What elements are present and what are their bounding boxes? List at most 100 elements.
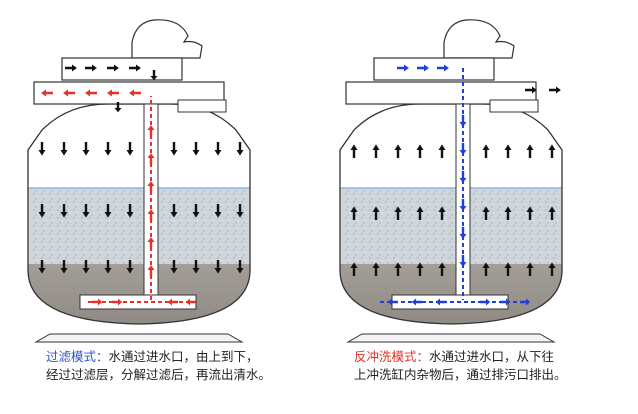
inlet-arrow-icon [65, 64, 77, 72]
filter-mode-caption: 过滤模式：水通过进水口，由上到下， 经过过滤层，分解过滤后，再流出清水。 [46, 348, 271, 384]
riser-arrow-icon [147, 125, 155, 137]
up-arrow-icon [504, 206, 512, 220]
down-arrow-icon [60, 204, 68, 218]
backwash-mode-label: 反冲洗模式： [354, 349, 430, 364]
up-arrow-icon [438, 206, 446, 220]
riser-arrow-icon [147, 181, 155, 193]
filter-tank-left [27, 19, 251, 343]
down-arrow-icon [214, 142, 222, 156]
down-arrow-icon [170, 142, 178, 156]
valve-handle [131, 19, 203, 59]
up-arrow-icon [416, 144, 424, 158]
down-arrow-icon [126, 260, 134, 274]
down-arrow-icon [38, 204, 46, 218]
inlet-arrow-icon [437, 64, 449, 72]
inlet-arrow-icon [150, 70, 158, 81]
lateral-arrow-icon [92, 298, 103, 306]
up-arrow-icon [482, 206, 490, 220]
down-arrow-icon [214, 204, 222, 218]
up-arrow-icon [372, 144, 380, 158]
up-arrow-icon [438, 262, 446, 276]
up-arrow-icon [548, 262, 556, 276]
down-arrow-icon [192, 260, 200, 274]
riser-arrow-icon [459, 227, 467, 239]
riser-arrow-icon [147, 265, 155, 277]
inlet-arrow-icon [417, 64, 429, 72]
riser-arrow-icon [459, 199, 467, 211]
sand-layer [340, 188, 562, 264]
up-arrow-icon [350, 262, 358, 276]
lateral-arrow-icon [480, 298, 491, 306]
lateral-arrow-icon [387, 298, 398, 306]
inlet-arrow-icon [129, 64, 141, 72]
up-arrow-icon [372, 262, 380, 276]
up-arrow-icon [548, 206, 556, 220]
filter-mode-line1: 水通过进水口，由上到下， [108, 349, 259, 364]
lateral-arrow-icon [185, 298, 196, 306]
down-arrow-icon [104, 260, 112, 274]
side-port [489, 99, 539, 113]
drain-arrow-icon [549, 86, 561, 94]
inlet-arrow-icon [114, 102, 122, 113]
down-arrow-icon [38, 260, 46, 274]
up-arrow-icon [350, 206, 358, 220]
lateral-arrow-icon [500, 298, 511, 306]
outlet-pipe [345, 81, 537, 105]
down-arrow-icon [104, 142, 112, 156]
up-arrow-icon [504, 262, 512, 276]
lateral-arrow-icon [520, 298, 531, 306]
riser-arrow-icon [459, 255, 467, 267]
up-arrow-icon [482, 262, 490, 276]
down-arrow-icon [192, 142, 200, 156]
inlet-arrow-icon [397, 64, 409, 72]
riser-arrow-icon [147, 209, 155, 221]
up-arrow-icon [526, 262, 534, 276]
lateral-arrow-icon [112, 298, 123, 306]
sand-layer [28, 188, 250, 264]
up-arrow-icon [372, 206, 380, 220]
lateral-arrow-icon [435, 298, 446, 306]
up-arrow-icon [350, 144, 358, 158]
down-arrow-icon [60, 260, 68, 274]
filter-mode-label: 过滤模式： [46, 349, 109, 364]
lateral-arrow-icon [167, 298, 178, 306]
filter-tank-right [339, 19, 563, 343]
down-arrow-icon [104, 204, 112, 218]
outlet-pipe [33, 81, 225, 105]
down-arrow-icon [236, 204, 244, 218]
down-arrow-icon [192, 204, 200, 218]
outlet-arrow-icon [107, 89, 119, 97]
tank-base [346, 333, 556, 343]
up-arrow-icon [526, 144, 534, 158]
filter-mode-line2: 经过过滤层，分解过滤后，再流出清水。 [46, 367, 272, 382]
down-arrow-icon [236, 260, 244, 274]
up-arrow-icon [394, 144, 402, 158]
backwash-mode-caption: 反冲洗模式：水通过进水口，从下往 上冲洗缸内杂物后，通过排污口排出。 [354, 348, 567, 384]
outlet-arrow-icon [41, 89, 53, 97]
lateral-arrow-icon [411, 298, 422, 306]
up-arrow-icon [548, 144, 556, 158]
valve-handle [443, 19, 515, 59]
side-port [177, 99, 227, 113]
up-arrow-icon [526, 206, 534, 220]
backwash-mode-line1: 水通过进水口，从下往 [429, 349, 555, 364]
outlet-arrow-icon [63, 89, 75, 97]
up-arrow-icon [416, 206, 424, 220]
inlet-arrow-icon [107, 64, 119, 72]
riser-arrow-icon [459, 115, 467, 127]
down-arrow-icon [60, 142, 68, 156]
down-arrow-icon [82, 142, 90, 156]
valve-top-block [61, 57, 183, 81]
up-arrow-icon [394, 206, 402, 220]
tank-base [34, 333, 244, 343]
down-arrow-icon [170, 260, 178, 274]
down-arrow-icon [82, 260, 90, 274]
riser-arrow-icon [459, 143, 467, 155]
outlet-arrow-icon [129, 89, 141, 97]
backwash-mode-line2: 上冲洗缸内杂物后，通过排污口排出。 [354, 367, 567, 382]
drain-arrow-icon [525, 86, 537, 94]
riser-arrow-icon [459, 171, 467, 183]
riser-arrow-icon [147, 153, 155, 165]
down-arrow-icon [82, 204, 90, 218]
